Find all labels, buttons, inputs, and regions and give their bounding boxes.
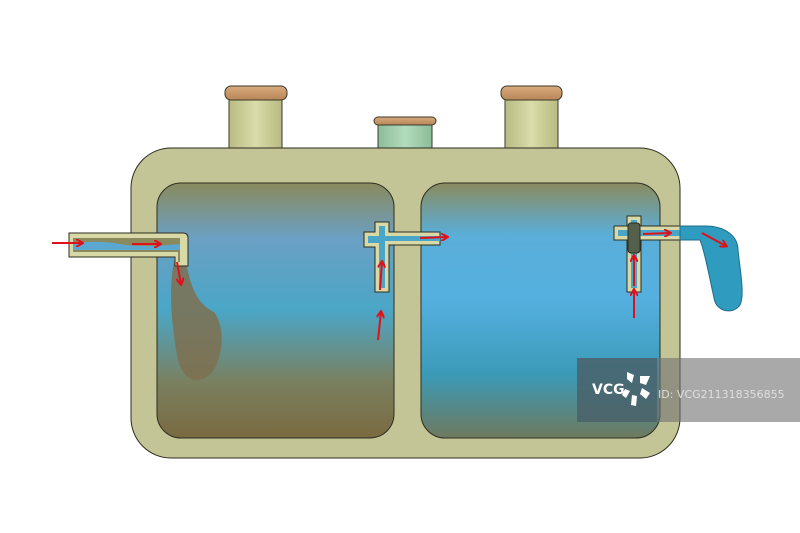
arrow-icon bbox=[177, 261, 181, 284]
arrow-icon bbox=[701, 232, 726, 246]
sludge-plume bbox=[171, 262, 222, 380]
arrow-icon bbox=[642, 233, 670, 234]
watermark: VCG ID: VCG211318356855 bbox=[577, 358, 800, 422]
outlet-filter bbox=[627, 222, 641, 254]
svg-text:VCG: VCG bbox=[592, 382, 625, 398]
arrow-icon bbox=[378, 312, 381, 341]
svg-text:ID: VCG211318356855: ID: VCG211318356855 bbox=[658, 388, 785, 401]
left-access-cap bbox=[224, 85, 288, 157]
right-access-cap bbox=[500, 85, 563, 157]
transfer-pipe bbox=[363, 221, 441, 293]
arrow-icon bbox=[419, 237, 447, 238]
flow-arrows bbox=[52, 232, 726, 341]
middle-access-cap bbox=[373, 116, 437, 155]
arrow-icon bbox=[380, 262, 382, 291]
first-chamber bbox=[156, 182, 395, 439]
